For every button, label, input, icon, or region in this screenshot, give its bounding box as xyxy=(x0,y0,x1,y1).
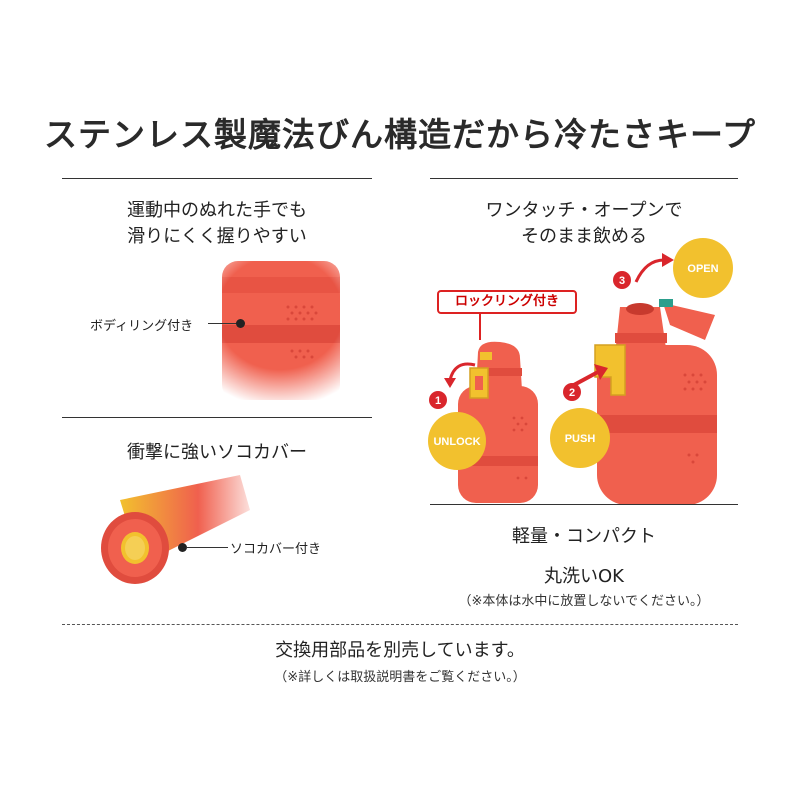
large-bottle-lock-ring xyxy=(594,344,626,396)
replacement-parts-text: 交換用部品を別売しています。 xyxy=(275,640,525,661)
step2-number-badge: 2 xyxy=(563,383,581,401)
body-ring-pointer-line xyxy=(208,323,238,324)
washable-note: （※本体は水中に放置しないでください。） xyxy=(458,594,710,609)
lock-ring-tag-pointer xyxy=(479,312,481,340)
divider-left-mid xyxy=(62,417,372,418)
step3-number: 3 xyxy=(619,275,625,287)
open-badge: OPEN xyxy=(673,238,733,298)
grip-caption-line2: 滑りにくく握りやすい xyxy=(127,226,307,247)
large-bottle-illustration xyxy=(594,299,717,505)
push-label: PUSH xyxy=(565,433,596,445)
push-badge: PUSH xyxy=(550,408,610,468)
divider-left-top xyxy=(62,178,372,179)
small-bottle-illustration xyxy=(458,341,538,503)
small-bottle-body xyxy=(458,386,538,503)
unlock-badge: UNLOCK xyxy=(428,412,486,470)
bottom-cover-pointer-line xyxy=(186,547,228,548)
bottom-cover-caption: 衝撃に強いソコカバー xyxy=(127,442,307,463)
step2-arrow xyxy=(571,364,608,388)
lock-ring-tag: ロックリング付き xyxy=(437,290,577,314)
bottom-cover-illustration xyxy=(101,475,250,584)
step3-number-badge: 3 xyxy=(613,271,631,289)
grip-caption-line1: 運動中のぬれた手でも xyxy=(127,200,307,221)
step1-number-badge: 1 xyxy=(429,391,447,409)
large-bottle-lid-open xyxy=(663,303,715,340)
bottom-cover-label: ソコカバー付き xyxy=(230,542,322,557)
manual-note: （※詳しくは取扱説明書をご覧ください。） xyxy=(274,670,526,685)
one-touch-caption: ワンタッチ・オープンで そのまま飲める xyxy=(430,198,738,250)
washable-text: 丸洗いOK xyxy=(544,566,624,587)
body-ring-pointer-dot xyxy=(236,319,245,328)
divider-right-mid xyxy=(430,504,738,505)
body-ring-label: ボディリング付き xyxy=(90,319,194,334)
page-title: ステンレス製魔法びん構造だから冷たさキープ xyxy=(43,115,757,154)
open-label: OPEN xyxy=(687,263,718,275)
step1-number: 1 xyxy=(435,395,441,407)
bottom-cover-pointer-dot xyxy=(178,543,187,552)
divider-right-top xyxy=(430,178,738,179)
one-touch-caption-line1: ワンタッチ・オープンで xyxy=(485,200,683,221)
step2-number: 2 xyxy=(569,387,575,399)
lightweight-text: 軽量・コンパクト xyxy=(512,526,656,547)
step3-arrow xyxy=(634,253,674,283)
grip-caption: 運動中のぬれた手でも 滑りにくく握りやすい xyxy=(62,198,372,250)
step1-arrow xyxy=(444,362,476,388)
unlock-label: UNLOCK xyxy=(433,436,480,448)
grip-bottle-illustration xyxy=(200,255,360,400)
one-touch-caption-line2: そのまま飲める xyxy=(521,226,647,247)
dashed-separator xyxy=(62,624,738,625)
